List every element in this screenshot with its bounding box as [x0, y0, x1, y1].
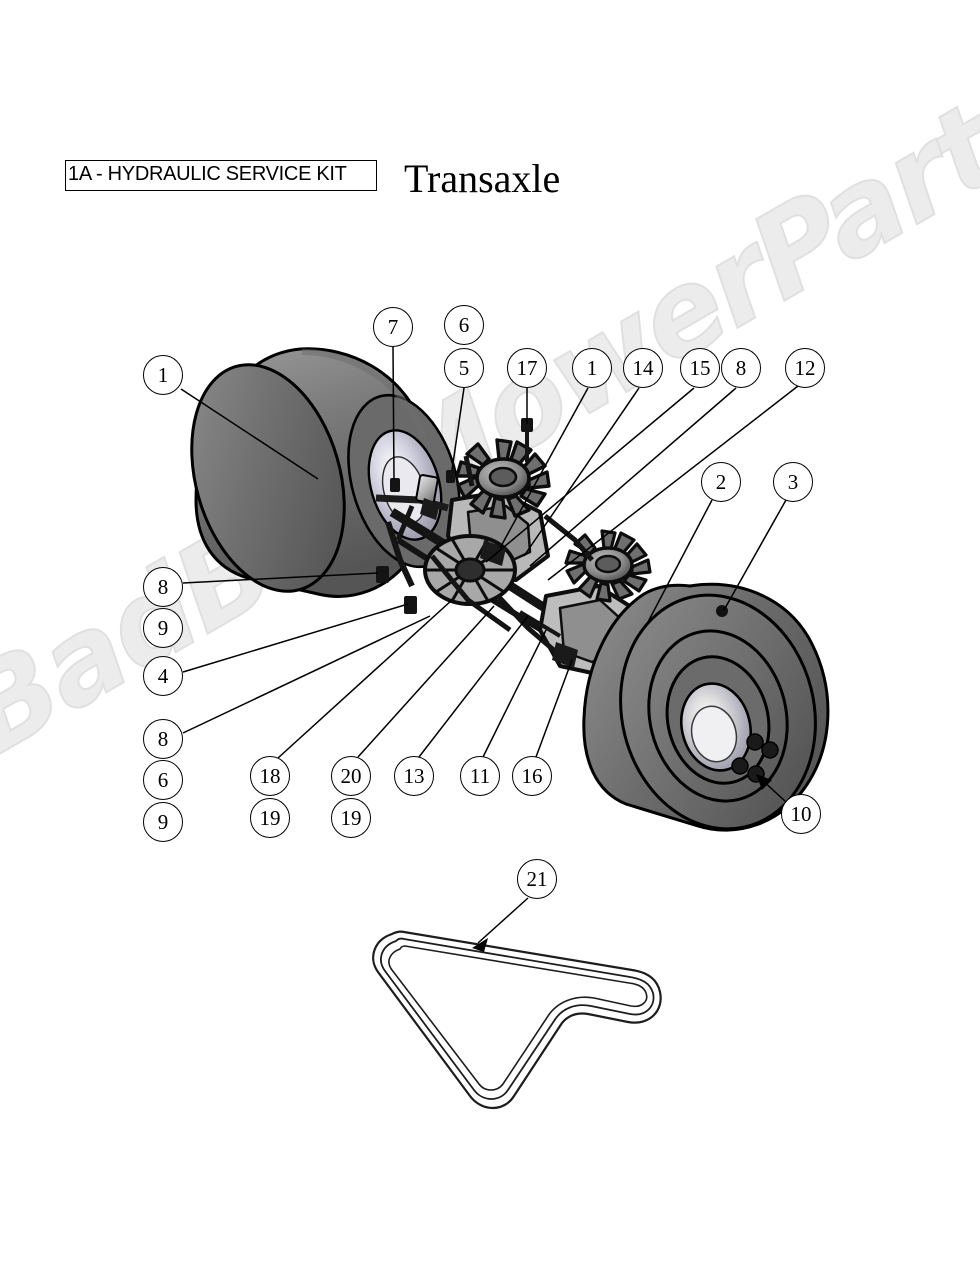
control-rod-cap [521, 418, 533, 432]
leader-13 [418, 615, 529, 758]
linkage-rod-c [395, 505, 415, 541]
callout-bubble-c19-a[interactable]: 19 [250, 798, 290, 838]
callout-bubble-c6-top[interactable]: 6 [444, 305, 484, 345]
callout-bubble-c3[interactable]: 3 [773, 462, 813, 502]
belt-outline-inner [388, 945, 648, 1091]
linkage-rod-b [543, 514, 594, 562]
leader-7 [392, 346, 395, 481]
callout-bubble-c17[interactable]: 17 [507, 348, 547, 388]
callout-bubble-c8-lower[interactable]: 8 [143, 719, 183, 759]
leader-15 [485, 387, 695, 563]
leader-8-lower [182, 615, 431, 734]
callout-bubble-c9-lower[interactable]: 9 [143, 802, 183, 842]
leader-10-arrowhead [756, 774, 772, 790]
callout-bubble-c15[interactable]: 15 [680, 348, 720, 388]
linkage-rod-d [496, 594, 558, 654]
left-tire-highlight [301, 349, 427, 439]
belt-outline-outer [372, 930, 662, 1110]
leader-11 [482, 629, 547, 758]
lug-nut-3 [731, 757, 749, 775]
linkage-rod-a [463, 455, 475, 487]
callout-bubble-c14[interactable]: 14 [623, 348, 663, 388]
leader-4 [182, 603, 409, 673]
leader-20 [357, 605, 495, 758]
callout-bubble-c20[interactable]: 20 [331, 756, 371, 796]
leader-18 [277, 599, 453, 759]
leader-21 [477, 897, 529, 944]
right-cooling-fan [564, 529, 652, 603]
lug-nut-2 [761, 741, 779, 759]
lug-nut-1 [746, 733, 764, 751]
callout-bubble-c21[interactable]: 21 [517, 859, 557, 899]
callout-bubble-c9-upper[interactable]: 9 [143, 608, 183, 648]
hydraulic-service-kit-label: 1A - HYDRAULIC SERVICE KIT [68, 163, 347, 185]
bolt-item-7-head [390, 478, 400, 492]
bolt-item-4 [404, 596, 417, 614]
right-tire-groove-outer [647, 629, 789, 803]
callout-bubble-c10[interactable]: 10 [781, 794, 821, 834]
bolt-item-5-head [446, 470, 455, 483]
leader-3 [723, 499, 787, 611]
right-hub-center [690, 705, 738, 763]
leader-8-top [529, 387, 737, 567]
bearing-block-left [420, 498, 440, 520]
leader-16 [535, 659, 573, 758]
frame-left-bracket [385, 521, 415, 588]
drive-belt [372, 930, 662, 1110]
callout-bubble-c12[interactable]: 12 [785, 348, 825, 388]
frame-cross-member [430, 554, 512, 633]
callout-bubble-c11[interactable]: 11 [460, 756, 500, 796]
callout-bubble-c16[interactable]: 16 [512, 756, 552, 796]
callout-bubble-c13[interactable]: 13 [394, 756, 434, 796]
callout-bubble-c8-top[interactable]: 8 [721, 348, 761, 388]
belt-outline-mid [380, 937, 655, 1100]
callout-bubble-c18[interactable]: 18 [250, 756, 290, 796]
lug-nut-group [731, 733, 779, 783]
leader-5 [451, 387, 465, 471]
leader-14 [523, 387, 640, 557]
center-coupler [480, 540, 506, 566]
leader-1-mid [499, 387, 589, 549]
callout-bubble-c4[interactable]: 4 [143, 656, 183, 696]
callout-bubble-c1-mid[interactable]: 1 [572, 348, 612, 388]
callout-bubble-c8-upper[interactable]: 8 [143, 567, 183, 607]
callout-bubble-c5[interactable]: 5 [444, 348, 484, 388]
hydraulic-service-kit-box: 1A - HYDRAULIC SERVICE KIT [65, 160, 377, 191]
linkage-rod-e [518, 610, 562, 638]
callout-leader-lines [180, 346, 799, 952]
leader-21-arrowhead [472, 938, 488, 952]
left-axle-collar [415, 474, 439, 504]
leader-2 [647, 499, 713, 623]
callout-bubble-c1-left[interactable]: 1 [143, 355, 183, 395]
callout-bubble-c19-b[interactable]: 19 [331, 798, 371, 838]
bolt-item-8-upper [376, 566, 389, 583]
page-title: Transaxle [404, 156, 561, 201]
callout-bubble-c6-lower[interactable]: 6 [143, 760, 183, 800]
callout-bubble-c7[interactable]: 7 [373, 307, 413, 347]
right-tire-assembly [582, 582, 830, 832]
callout-bubble-c2[interactable]: 2 [701, 462, 741, 502]
leader-12 [547, 385, 799, 581]
leader-1-left [180, 388, 319, 480]
leader-8-upper [182, 572, 379, 584]
